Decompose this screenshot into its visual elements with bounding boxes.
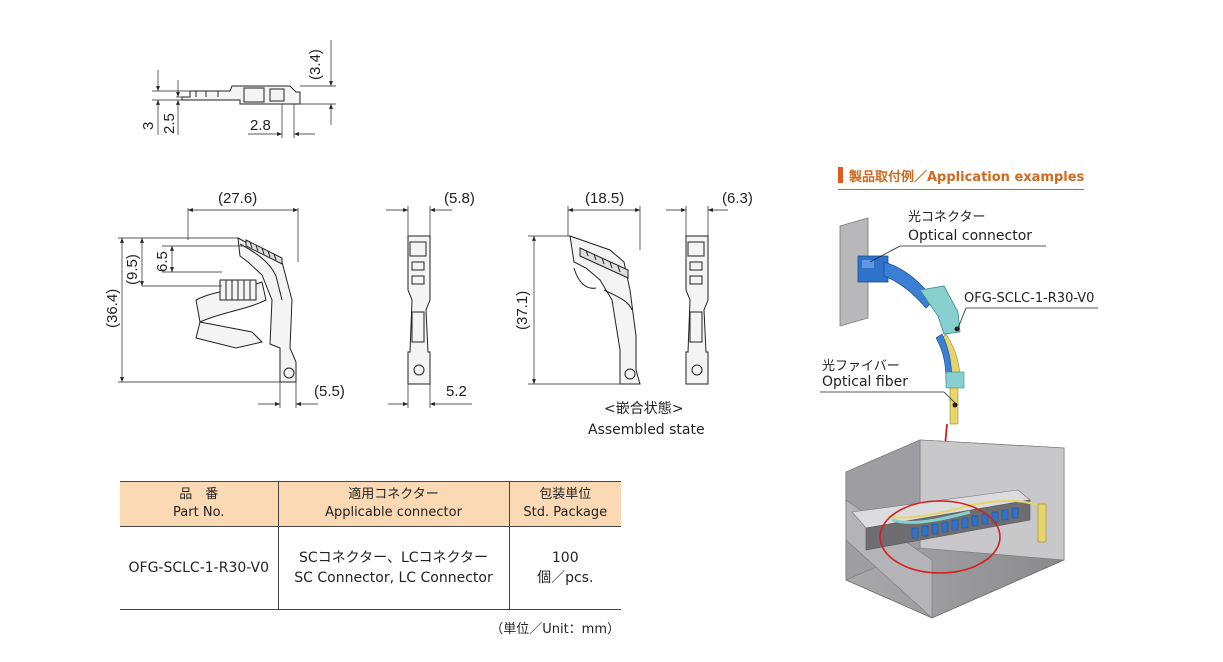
header-package: 包装単位 Std. Package — [508, 481, 621, 527]
top-view — [152, 40, 336, 138]
app-fiber-label-ja: 光ファイバー — [822, 359, 900, 374]
dim-front-height: (36.4) — [104, 289, 121, 328]
cell-connector-en: SC Connector, LC Connector — [294, 570, 493, 586]
header-package-ja: 包装単位 — [539, 487, 592, 502]
front-view — [118, 208, 318, 408]
app-connector-label-ja: 光コネクター — [908, 210, 985, 225]
dim-assembled-side: (6.3) — [722, 190, 753, 207]
dim-assembled-height: (37.1) — [514, 291, 531, 330]
dim-front-6-5: 6.5 — [154, 251, 171, 272]
cell-qty: 100 — [551, 550, 579, 566]
heading-accent-bar — [838, 167, 843, 183]
dim-side-foot: 5.2 — [446, 383, 467, 400]
cell-connector: SCコネクター、LCコネクター SC Connector, LC Connecto… — [277, 526, 509, 610]
header-package-en: Std. Package — [523, 505, 608, 520]
dim-front-9-5: (9.5) — [124, 254, 141, 285]
app-part-label: OFG-SCLC-1-R30-V0 — [964, 291, 1094, 306]
cell-connector-ja: SCコネクター、LCコネクター — [299, 550, 488, 566]
header-connector-ja: 適用コネクター — [348, 487, 439, 502]
dim-top-2-5: 2.5 — [161, 113, 178, 134]
header-connector-en: Applicable connector — [325, 505, 462, 520]
dim-assembled-width: (18.5) — [585, 190, 624, 207]
dim-front-foot: (5.5) — [314, 383, 345, 400]
header-part-no: 品 番 Part No. — [120, 481, 278, 527]
assembled-caption-ja: <嵌合状態> — [604, 401, 683, 417]
dim-front-width: (27.6) — [218, 190, 257, 207]
assembled-caption-en: Assembled state — [588, 422, 705, 438]
header-part-no-ja: 品 番 — [179, 487, 219, 502]
app-connector-label-en: Optical connector — [908, 228, 1032, 244]
heading-underline — [838, 189, 1085, 190]
cell-part-no: OFG-SCLC-1-R30-V0 — [120, 526, 278, 610]
assembled-view — [528, 206, 728, 385]
dim-top-2-8: 2.8 — [250, 117, 271, 134]
table-row: OFG-SCLC-1-R30-V0 SCコネクター、LCコネクター SC Conn… — [120, 526, 621, 610]
application-heading-text: 製品取付例／Application examples — [849, 170, 1085, 185]
unit-note: （単位／Unit：mm） — [490, 622, 620, 637]
application-illustration — [820, 217, 1098, 619]
cell-package: 100 個／pcs. — [508, 526, 621, 610]
dim-top-3-4: (3.4) — [307, 49, 324, 80]
header-part-no-en: Part No. — [173, 505, 225, 520]
application-heading: 製品取付例／Application examples — [838, 167, 1085, 190]
app-fiber-label-en: Optical fiber — [822, 374, 908, 390]
header-connector: 適用コネクター Applicable connector — [277, 481, 509, 527]
side-view — [386, 206, 472, 408]
dim-top-3: 3 — [140, 122, 157, 130]
cell-qty-unit: 個／pcs. — [537, 570, 594, 586]
dim-side-width: (5.8) — [444, 190, 475, 207]
